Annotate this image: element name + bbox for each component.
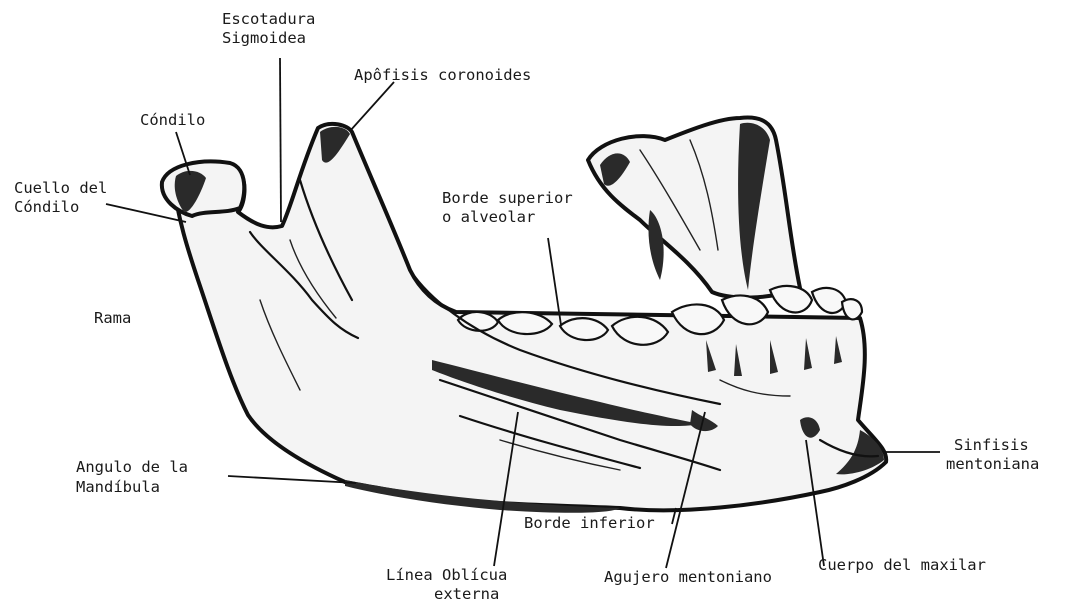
label-angulo-line2: Mandíbula <box>76 478 160 496</box>
label-cuello-line1: Cuello del <box>14 179 107 197</box>
label-borde-superior-line2: o alveolar <box>442 208 535 226</box>
label-rama: Rama <box>94 309 131 327</box>
label-condilo: Cóndilo <box>140 111 205 129</box>
label-borde-inferior: Borde inferior <box>524 514 655 532</box>
leader-apofisis <box>350 82 394 131</box>
mandible-illustration <box>162 118 886 513</box>
label-agujero: Agujero mentoniano <box>604 568 772 586</box>
label-linea-line2: externa <box>434 585 499 603</box>
label-sinfisis-line1: Sinfisis <box>954 436 1029 454</box>
label-escotadura-line1: Escotadura <box>222 10 315 28</box>
label-apofisis: Apôfisis coronoides <box>354 66 531 84</box>
label-sinfisis-line2: mentoniana <box>946 455 1039 473</box>
label-linea-line1: Línea Oblícua <box>386 566 507 584</box>
label-angulo-line1: Angulo de la <box>76 458 188 476</box>
label-borde-superior-line1: Borde superior <box>442 189 573 207</box>
leader-escotadura <box>280 58 281 222</box>
anatomy-labels: Escotadura Sigmoidea Apôfisis coronoides… <box>14 10 1039 603</box>
label-escotadura-line2: Sigmoidea <box>222 29 306 47</box>
condyle-head <box>162 161 244 216</box>
label-cuello-line2: Cóndilo <box>14 198 79 216</box>
label-cuerpo: Cuerpo del maxilar <box>818 556 986 574</box>
